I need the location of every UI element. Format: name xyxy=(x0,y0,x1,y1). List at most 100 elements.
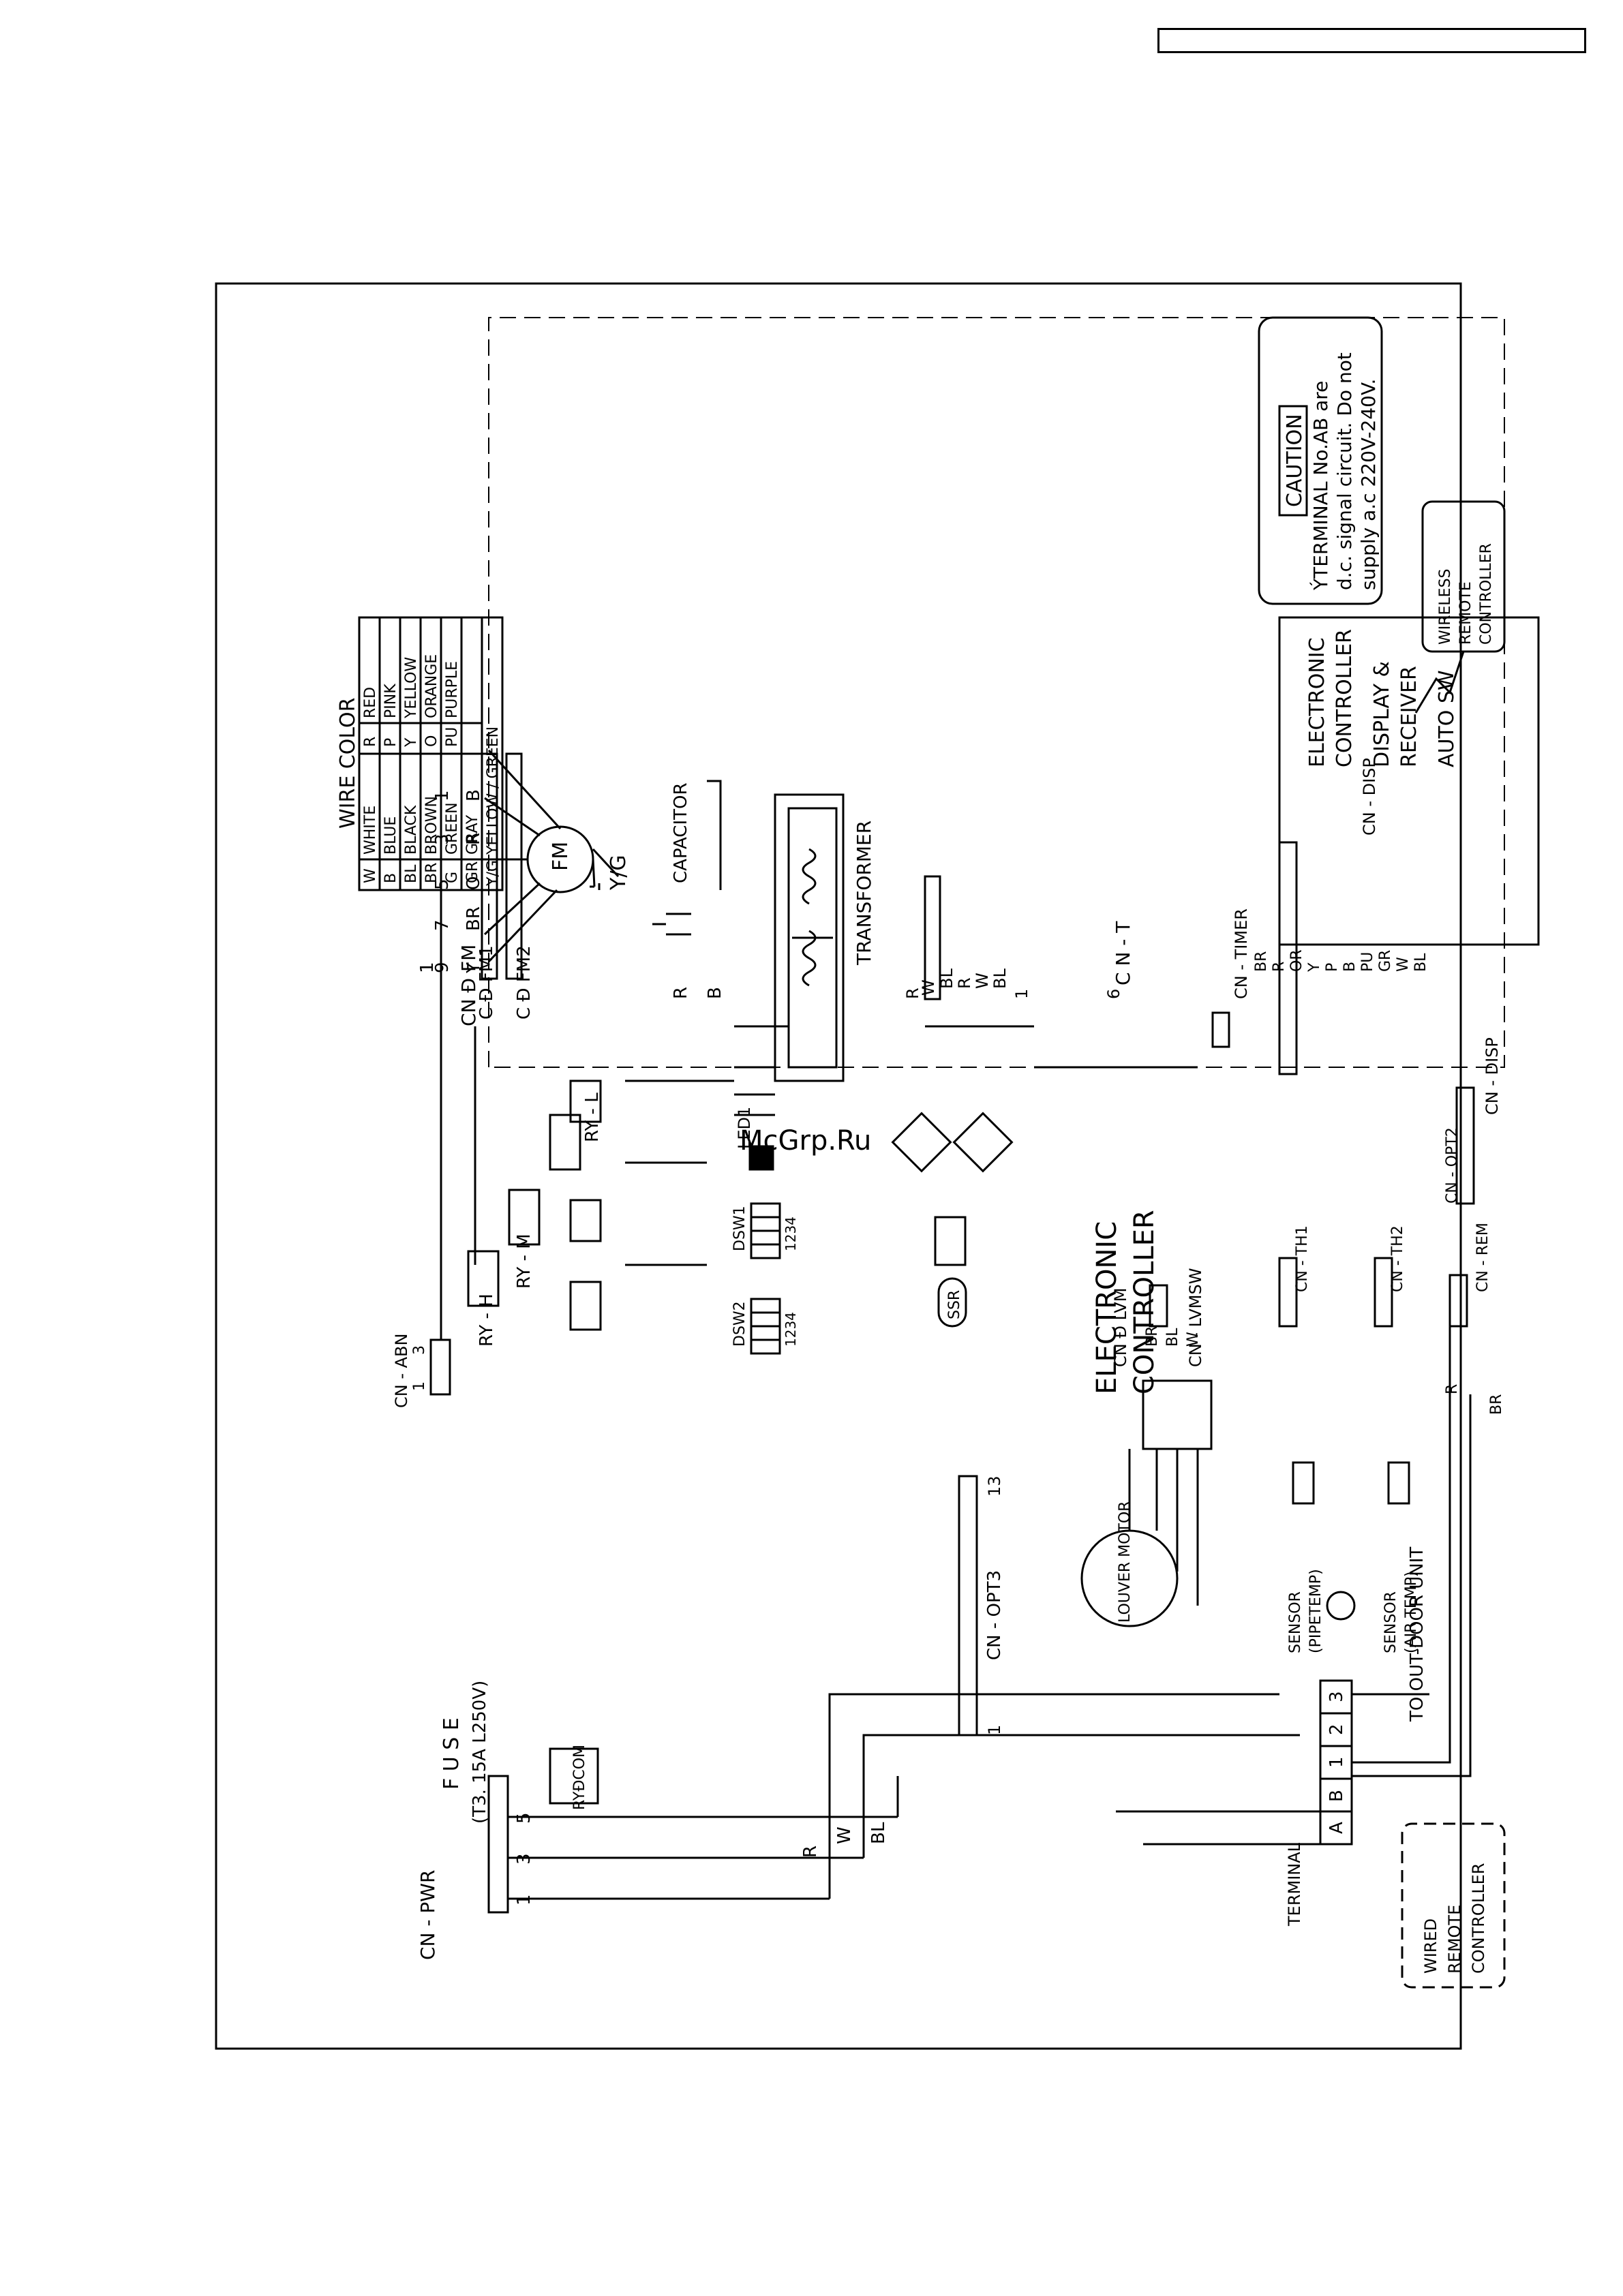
svg-text:1: 1 xyxy=(514,1894,534,1905)
svg-text:9: 9 xyxy=(432,962,453,973)
cn-pwr-connector: CN - PWR 1 3 5 R W BL xyxy=(416,1775,898,1960)
svg-text:RED: RED xyxy=(362,687,379,718)
svg-text:R: R xyxy=(955,977,974,989)
capacitor: CAPACITOR R B xyxy=(652,780,725,999)
louver-motor: LOUVER MOTOR xyxy=(1080,1449,1199,1627)
wireless-line3: CONTROLLER xyxy=(1478,543,1495,645)
fan-motor: FM Y/G xyxy=(483,749,631,963)
svg-text:1: 1 xyxy=(1012,989,1031,999)
relay-ry-l: RY - L xyxy=(549,1080,603,1171)
cn-opt2-connector: CN - OPT2 xyxy=(1444,1086,1475,1205)
cn-rem-label: CN - REM xyxy=(1474,1223,1491,1292)
main-controller-line2: CONTROLLER xyxy=(1129,1210,1160,1394)
svg-text:R: R xyxy=(464,833,484,845)
cn-abn-label: CN - ABN xyxy=(392,1334,411,1408)
svg-text:6: 6 xyxy=(1104,989,1123,999)
sensor-air: SENSOR (AIR TEMP) xyxy=(1382,1461,1420,1653)
svg-text:B: B xyxy=(382,873,399,883)
capacitor-b: B xyxy=(705,987,725,999)
svg-text:BL: BL xyxy=(403,864,420,883)
cn-opt3-connector: CN - OPT3 1 13 xyxy=(958,1475,1005,1736)
svg-text:BL: BL xyxy=(1164,1328,1181,1347)
sensor-air-label: SENSOR xyxy=(1382,1591,1399,1653)
cn-dlvm-connector: CN Ð LVM BR BL W xyxy=(1111,1288,1213,1450)
display-board: ELECTRONIC CONTROLLER DISPLAY & RECEIVER… xyxy=(1278,616,1540,946)
svg-text:3: 3 xyxy=(432,833,453,845)
wireless-line2: REMOTE xyxy=(1457,581,1474,645)
svg-text:W: W xyxy=(362,868,379,883)
wired-line1: WIRED xyxy=(1421,1918,1440,1974)
transformer: TRANSFORMER xyxy=(734,793,875,1116)
svg-text:BROWN: BROWN xyxy=(423,796,440,855)
cn-abn-connector: CN - ABN 1 3 xyxy=(392,1334,451,1408)
main-controller: ELECTRONIC CONTROLLER xyxy=(1091,1210,1160,1394)
diode-bridge-2 xyxy=(952,1112,1014,1173)
svg-text:Y: Y xyxy=(403,737,420,748)
ry-com-label: RYÐCOM xyxy=(571,1745,588,1810)
fuse-label: F U S E xyxy=(440,1717,464,1790)
svg-text:BL: BL xyxy=(868,1822,889,1844)
svg-text:BL: BL xyxy=(937,968,956,989)
diode-bridge-1 xyxy=(891,1112,952,1173)
dsw1-label: DSW1 xyxy=(731,1206,748,1251)
svg-text:R: R xyxy=(1444,1384,1461,1394)
svg-text:PU: PU xyxy=(1359,952,1376,972)
svg-text:BLACK: BLACK xyxy=(403,805,420,855)
svg-text:WHITE: WHITE xyxy=(362,806,379,855)
watermark: McGrp.Ru xyxy=(740,1125,871,1157)
display-line1: ELECTRONIC xyxy=(1305,637,1329,767)
svg-text:W: W xyxy=(973,973,992,989)
svg-text:A: A xyxy=(1326,1822,1347,1834)
display-line2: CONTROLLER xyxy=(1333,629,1356,767)
svg-text:O: O xyxy=(423,735,440,747)
svg-text:R: R xyxy=(362,737,379,747)
terminal-label: TERMINAL xyxy=(1285,1842,1304,1927)
svg-text:PINK: PINK xyxy=(382,684,399,718)
wired-remote: WIRED REMOTE CONTROLLER xyxy=(1401,1822,1506,1989)
svg-text:PURPLE: PURPLE xyxy=(444,661,461,718)
led1-label: LED1 xyxy=(735,1107,754,1149)
cn-rem-connector: CN - REM R BR xyxy=(1444,1223,1505,1415)
wireless-signal xyxy=(1414,651,1465,714)
svg-text:YELLOW / GREEN: YELLOW / GREEN xyxy=(485,726,502,855)
cn-timer-label: CN - TIMER xyxy=(1232,908,1251,999)
transformer-label: TRANSFORMER xyxy=(853,821,875,966)
caution-title: CAUTION xyxy=(1283,414,1307,507)
svg-text:13: 13 xyxy=(985,1475,1004,1497)
svg-text:3: 3 xyxy=(514,1853,534,1865)
svg-text:1234: 1234 xyxy=(783,1216,799,1251)
dsw1: DSW1 1234 xyxy=(731,1202,799,1259)
display-cn-disp: CN - DISP xyxy=(1360,758,1379,836)
svg-text:BR: BR xyxy=(1253,951,1270,972)
header-box xyxy=(1157,28,1586,53)
svg-text:3: 3 xyxy=(1326,1691,1347,1702)
sensor-pipe-label2: (PIPETEMP) xyxy=(1307,1569,1324,1653)
cn-lvmsw-connector: CN - LVMSW xyxy=(1149,1268,1205,1367)
svg-text:OR: OR xyxy=(1288,949,1305,972)
relay-ry-com: RYÐCOM xyxy=(549,1745,599,1810)
svg-text:7: 7 xyxy=(432,919,453,931)
display-auto-sw: AUTO SW xyxy=(1435,670,1459,767)
ry-l-label: RY - L xyxy=(582,1092,603,1142)
ry-m-label: RY - M xyxy=(514,1234,534,1289)
terminal-block: A B 1 2 3 TERMINAL TO OUT-DOOR UNIT xyxy=(1285,1547,1427,1927)
svg-text:1: 1 xyxy=(432,790,453,801)
capacitor-r: R xyxy=(671,987,691,999)
cn-t-label: C N - T xyxy=(1112,921,1134,985)
fm-ground-label: Y/G xyxy=(607,855,631,891)
svg-text:B: B xyxy=(1326,1790,1347,1802)
svg-text:GR: GR xyxy=(1377,950,1394,972)
svg-text:1: 1 xyxy=(1326,1756,1347,1768)
svg-text:GR: GR xyxy=(464,861,481,883)
diagram-frame xyxy=(215,282,1462,2050)
cn-timer-connector: CN - TIMER xyxy=(1211,908,1251,1048)
main-board-outline xyxy=(488,317,1505,1068)
cn-disp-main: CN - DISP BR R OR Y P B PU GR W BL xyxy=(1253,841,1502,1115)
ry-h-label: RY - H xyxy=(476,1294,497,1347)
svg-text:B: B xyxy=(1341,962,1359,972)
svg-text:R: R xyxy=(903,988,922,999)
svg-text:GREEN: GREEN xyxy=(444,802,461,855)
